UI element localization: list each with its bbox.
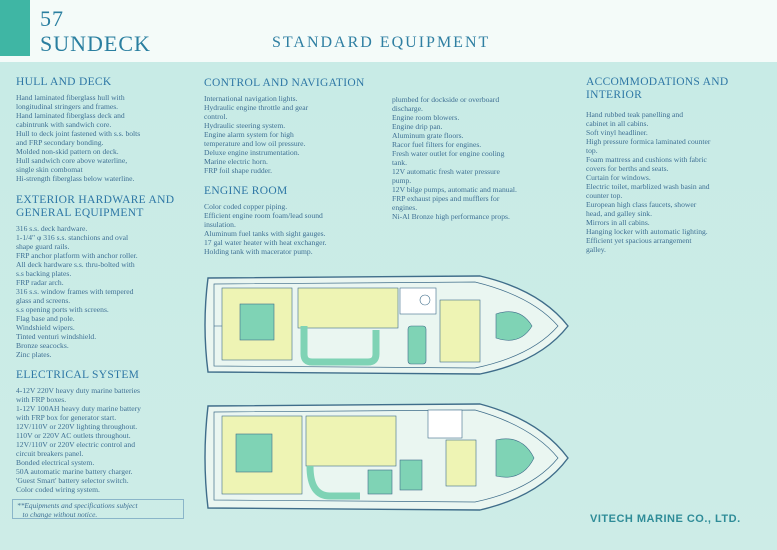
model-name: SUNDECK (40, 31, 151, 56)
exterior-hardware-heading: EXTERIOR HARDWARE AND GENERAL EQUIPMENT (16, 194, 175, 219)
plumbing-text: plumbed for dockside or overboard discha… (392, 95, 517, 221)
deck-plan-upper (204, 275, 569, 375)
column-left: HULL AND DECK Hand laminated fiberglass … (16, 76, 194, 183)
control-and-navigation-heading: CONTROL AND NAVIGATION (204, 77, 365, 89)
accommodations-section: ACCOMMODATIONS AND INTERIOR Hand rubbed … (586, 76, 764, 254)
hull-and-deck-heading: HULL AND DECK (16, 76, 112, 88)
engine-room-section: ENGINE ROOM Color coded copper piping. E… (204, 185, 384, 256)
specifications-note: **Equipments and specifications subject … (12, 499, 184, 519)
engine-room-heading: ENGINE ROOM (204, 185, 288, 197)
engine-room-text: Color coded copper piping. Efficient eng… (204, 202, 327, 256)
electrical-system-text: 4-12V 220V heavy duty marine batteries w… (16, 386, 141, 494)
accommodations-heading: ACCOMMODATIONS AND INTERIOR (586, 76, 729, 101)
control-and-navigation-section: CONTROL AND NAVIGATION International nav… (204, 77, 384, 175)
page-title: STANDARD EQUIPMENT (272, 34, 491, 51)
accent-tab (0, 0, 30, 56)
company-name: VITECH MARINE CO., LTD. (590, 513, 741, 525)
control-and-navigation-text: International navigation lights. Hydraul… (204, 94, 309, 175)
accommodations-text: Hand rubbed teak panelling and cabinet i… (586, 110, 711, 254)
plumbing-section: plumbed for dockside or overboard discha… (392, 95, 567, 221)
deck-plan-lower (204, 403, 569, 511)
hull-and-deck-text: Hand laminated fiberglass hull with long… (16, 93, 141, 183)
electrical-system-section: ELECTRICAL SYSTEM 4-12V 220V heavy duty … (16, 369, 194, 494)
electrical-system-heading: ELECTRICAL SYSTEM (16, 369, 140, 381)
exterior-hardware-section: EXTERIOR HARDWARE AND GENERAL EQUIPMENT … (16, 194, 194, 359)
exterior-hardware-text: 316 s.s. deck hardware. 1-1/4" φ 316 s.s… (16, 224, 138, 359)
model-number: 57 (40, 6, 64, 31)
